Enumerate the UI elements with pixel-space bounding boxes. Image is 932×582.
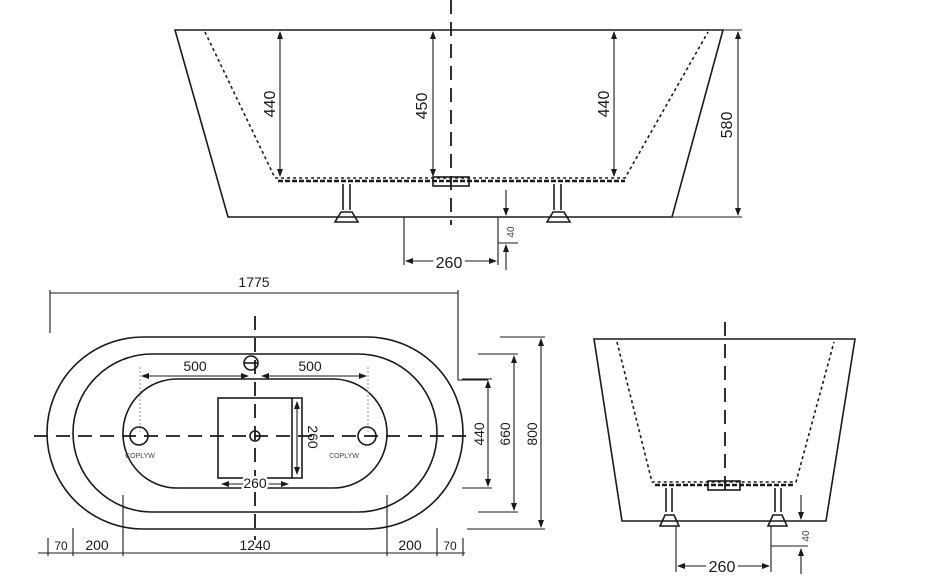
side-view-outline: [173, 29, 725, 218]
mid-width-label: 660: [497, 422, 513, 446]
end-foot-left: [658, 488, 681, 527]
drain-icon: [249, 430, 261, 442]
depth-right-label: 440: [596, 91, 613, 118]
spacing-right-label: 500: [298, 358, 322, 374]
foot-marker-left-icon: [129, 426, 149, 446]
side-waste-offset-label: 40: [506, 226, 517, 238]
waste-box-width-label: 260: [243, 475, 267, 491]
total-height-label: 580: [719, 112, 736, 139]
end-view-inner-wall: [616, 341, 835, 483]
bottom-dim-4: 70: [443, 539, 457, 553]
end-view-outline: [593, 338, 856, 522]
depth-left-label: 440: [262, 91, 279, 118]
depth-center-label: 450: [414, 93, 431, 120]
plan-bath-floor: [122, 378, 388, 489]
end-waste-width-label: 260: [709, 559, 736, 576]
end-waste-fitting: [707, 480, 741, 491]
plan-view: 1775 500 500 COPLYW COPLYW 260 260 440 6…: [34, 274, 545, 556]
end-foot-right: [766, 488, 789, 527]
overall-length-label: 1775: [238, 274, 269, 290]
plan-waste-box: [217, 397, 293, 479]
plan-label-left: COPLYW: [125, 453, 155, 460]
spacing-left-label: 500: [183, 358, 207, 374]
plan-label-right: COPLYW: [329, 453, 359, 460]
side-view-inner-wall: [204, 31, 709, 179]
plan-inner-rim: [72, 353, 438, 513]
bottom-dim-1: 200: [85, 537, 109, 553]
side-foot-left: [333, 184, 360, 223]
overall-width-label: 800: [524, 422, 540, 446]
side-view: 440 450 440 580 40 260: [173, 0, 742, 275]
plan-waste-box-side: [292, 397, 303, 479]
waste-box-height-label: 260: [305, 425, 321, 449]
bottom-dim-3: 200: [398, 537, 422, 553]
bottom-dim-2: 1240: [239, 537, 270, 553]
end-waste-offset-label: 40: [801, 530, 812, 542]
side-waste-width-label: 260: [436, 255, 463, 272]
side-foot-right: [545, 184, 572, 223]
end-view: 40 260: [593, 322, 856, 579]
inner-width-label: 440: [471, 422, 487, 446]
bottom-dim-0: 70: [54, 539, 68, 553]
foot-marker-right-icon: [357, 426, 377, 446]
plan-outer-rim: [46, 336, 464, 530]
